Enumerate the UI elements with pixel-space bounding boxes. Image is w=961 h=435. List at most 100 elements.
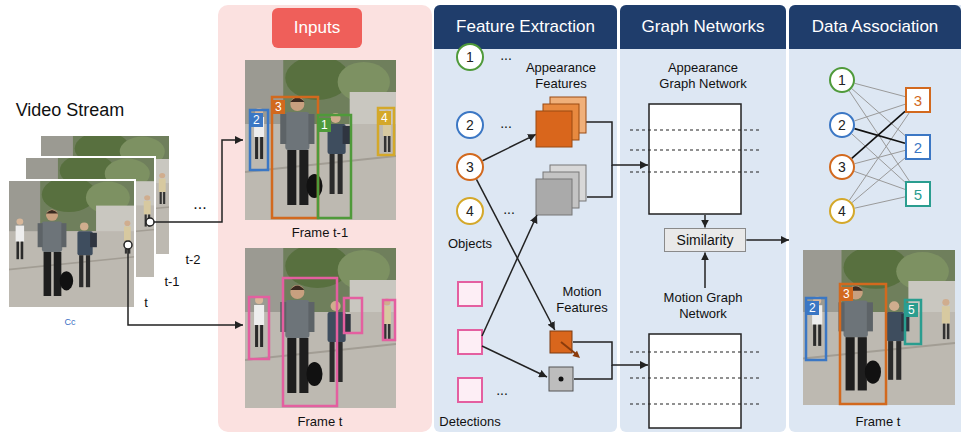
input-frame (378, 108, 394, 155)
input-frame (383, 300, 395, 340)
track-id: 3 (840, 287, 853, 301)
track-circle: 4 (829, 198, 855, 224)
graph-layer (630, 351, 760, 352)
appearance-feature: Appearance Features (521, 58, 601, 150)
frame-caption: Frame t-1 (292, 226, 348, 241)
watermark: Cc (65, 317, 76, 327)
flow-arrow (704, 252, 706, 288)
panel-ground (620, 5, 786, 432)
feature-label: Appearance Graph Network (653, 60, 753, 92)
track-circle: 2 (829, 112, 855, 138)
group-label: Detections (439, 415, 500, 430)
stream-connector (154, 140, 243, 222)
association-line (849, 91, 909, 181)
track-id: 2 (250, 113, 263, 127)
stage-panel: Data Association1234325 (789, 5, 961, 432)
frame-caption: Frame t (298, 415, 343, 430)
stage-panel: Graph NetworksAppearance Graph NetworkSi… (620, 5, 786, 432)
flow-arrow (704, 215, 706, 228)
output-frame (806, 298, 826, 360)
node-number: 4 (838, 204, 846, 218)
object-circle: 3 (456, 153, 484, 181)
feature-marks (458, 282, 482, 306)
input-frame (245, 244, 396, 408)
label-slot: ... (500, 46, 512, 64)
feature-marks (549, 367, 573, 391)
object-circle: 1 (456, 43, 484, 71)
panel-heading: Graph Networks (620, 5, 786, 49)
track-id: 3 (272, 100, 285, 114)
label-slot: Frame t-1 (292, 223, 348, 241)
association-line (852, 158, 905, 203)
association-line (854, 129, 905, 144)
panel-ground (789, 5, 961, 432)
stage-panel: Feature Extraction1234Appearance Feature… (434, 5, 617, 432)
graph-layer (630, 403, 760, 404)
label-slot: ... (503, 200, 515, 218)
ellipsis: ... (500, 115, 512, 131)
label-slot: 1 (318, 115, 331, 133)
label-slot: 2 (250, 110, 263, 128)
input-frame (283, 278, 337, 406)
node-number: 1 (838, 73, 846, 87)
group-label: Objects (448, 237, 492, 252)
node-number: 5 (914, 187, 922, 202)
node-number: 4 (466, 204, 474, 218)
panel-ground (218, 5, 432, 432)
node-number: 2 (838, 118, 846, 132)
inputs-panel: Inputs (218, 5, 432, 432)
association-line (855, 83, 905, 96)
association-line (855, 150, 905, 163)
label-slot: ... (500, 114, 512, 132)
node-number: 1 (466, 50, 474, 64)
detection-box: 5 (905, 181, 931, 207)
track-circle: 3 (829, 154, 855, 180)
feature-label: Appearance Features (521, 60, 601, 92)
association-line (855, 197, 905, 208)
association-line (852, 89, 905, 136)
feature-stack (536, 97, 586, 147)
similarity-box: Similarity (664, 228, 747, 253)
label-slot: Detections (439, 412, 500, 430)
detection-box: 2 (905, 134, 931, 160)
track-id: 2 (806, 301, 819, 315)
flow-arrow (476, 179, 554, 330)
graph-box (648, 333, 742, 429)
association-line (854, 171, 905, 189)
label-slot: t-1 (164, 272, 179, 290)
motion-feature: Motion Features (542, 282, 622, 356)
frame-index: t (144, 296, 148, 311)
object-circle: 4 (456, 197, 484, 225)
frame-caption: Frame t (856, 415, 901, 430)
feature-marks (559, 377, 564, 382)
graph-layer (630, 377, 760, 378)
association-line (852, 111, 905, 158)
input-frame (245, 56, 396, 220)
graph-network: Motion Graph Network (620, 288, 786, 430)
input-frame (245, 56, 396, 408)
feature-connector (482, 165, 612, 379)
input-frame (344, 298, 362, 333)
frame-index: t-1 (164, 275, 179, 290)
output-frame (803, 246, 955, 405)
label-slot: ... (193, 195, 206, 213)
graph-network: Appearance Graph Network (620, 58, 786, 218)
panel-ground (218, 5, 961, 432)
feature-label: Motion Features (542, 284, 622, 316)
label-slot: t (144, 293, 148, 311)
frame-index: t-2 (185, 253, 200, 268)
stream-connector (124, 140, 243, 325)
stream-title: Video Stream (16, 100, 125, 121)
panel-ground (434, 5, 617, 432)
stream-connector (124, 241, 132, 249)
input-frame (272, 97, 318, 218)
output-frame (905, 300, 921, 344)
label-slot: Frame t (856, 412, 901, 430)
input-frame (250, 110, 268, 170)
label-slot: 3 (272, 97, 285, 115)
feature-connector (482, 346, 547, 377)
ellipsis: ... (500, 47, 512, 63)
flow-arrow (746, 239, 789, 241)
feature-label: Motion Graph Network (653, 290, 753, 322)
